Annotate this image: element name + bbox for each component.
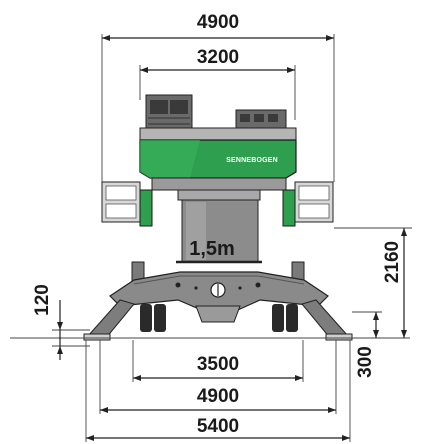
dim-overall-top-width: 4900 [101, 12, 335, 182]
dim-outer-support-width-label: 5400 [197, 416, 239, 437]
dim-inner-support-width: 3500 [132, 340, 304, 382]
dim-track-height-label: 2160 [382, 241, 403, 283]
dim-undercarriage-offset: 120 [32, 284, 90, 360]
dim-outer-support-width: 5400 [85, 340, 351, 442]
dim-middle-support-width-label: 4900 [197, 386, 239, 407]
machine-upper-structure: SENNEBOGEN [139, 94, 297, 191]
dim-undercarriage-offset-label: 120 [32, 284, 53, 316]
dim-overall-top-width-label: 4900 [197, 12, 239, 33]
left-crawler-unit [101, 181, 153, 227]
mast-height-label: 1,5m [189, 238, 235, 260]
dim-middle-support-width: 4900 [99, 340, 337, 414]
right-crawler-unit [282, 181, 334, 227]
dim-ground-clearance: 300 [352, 311, 382, 378]
dim-inner-support-width-label: 3500 [197, 354, 239, 375]
dim-track-height: 2160 [334, 227, 412, 338]
dim-ground-clearance-label: 300 [355, 346, 376, 378]
brand-logo-text: SENNEBOGEN [226, 157, 278, 164]
dim-cab-width: 3200 [139, 47, 296, 120]
dim-cab-width-label: 3200 [197, 47, 239, 68]
machine-undercarriage [83, 261, 353, 341]
machine-mast-column: 1,5m [176, 189, 262, 264]
